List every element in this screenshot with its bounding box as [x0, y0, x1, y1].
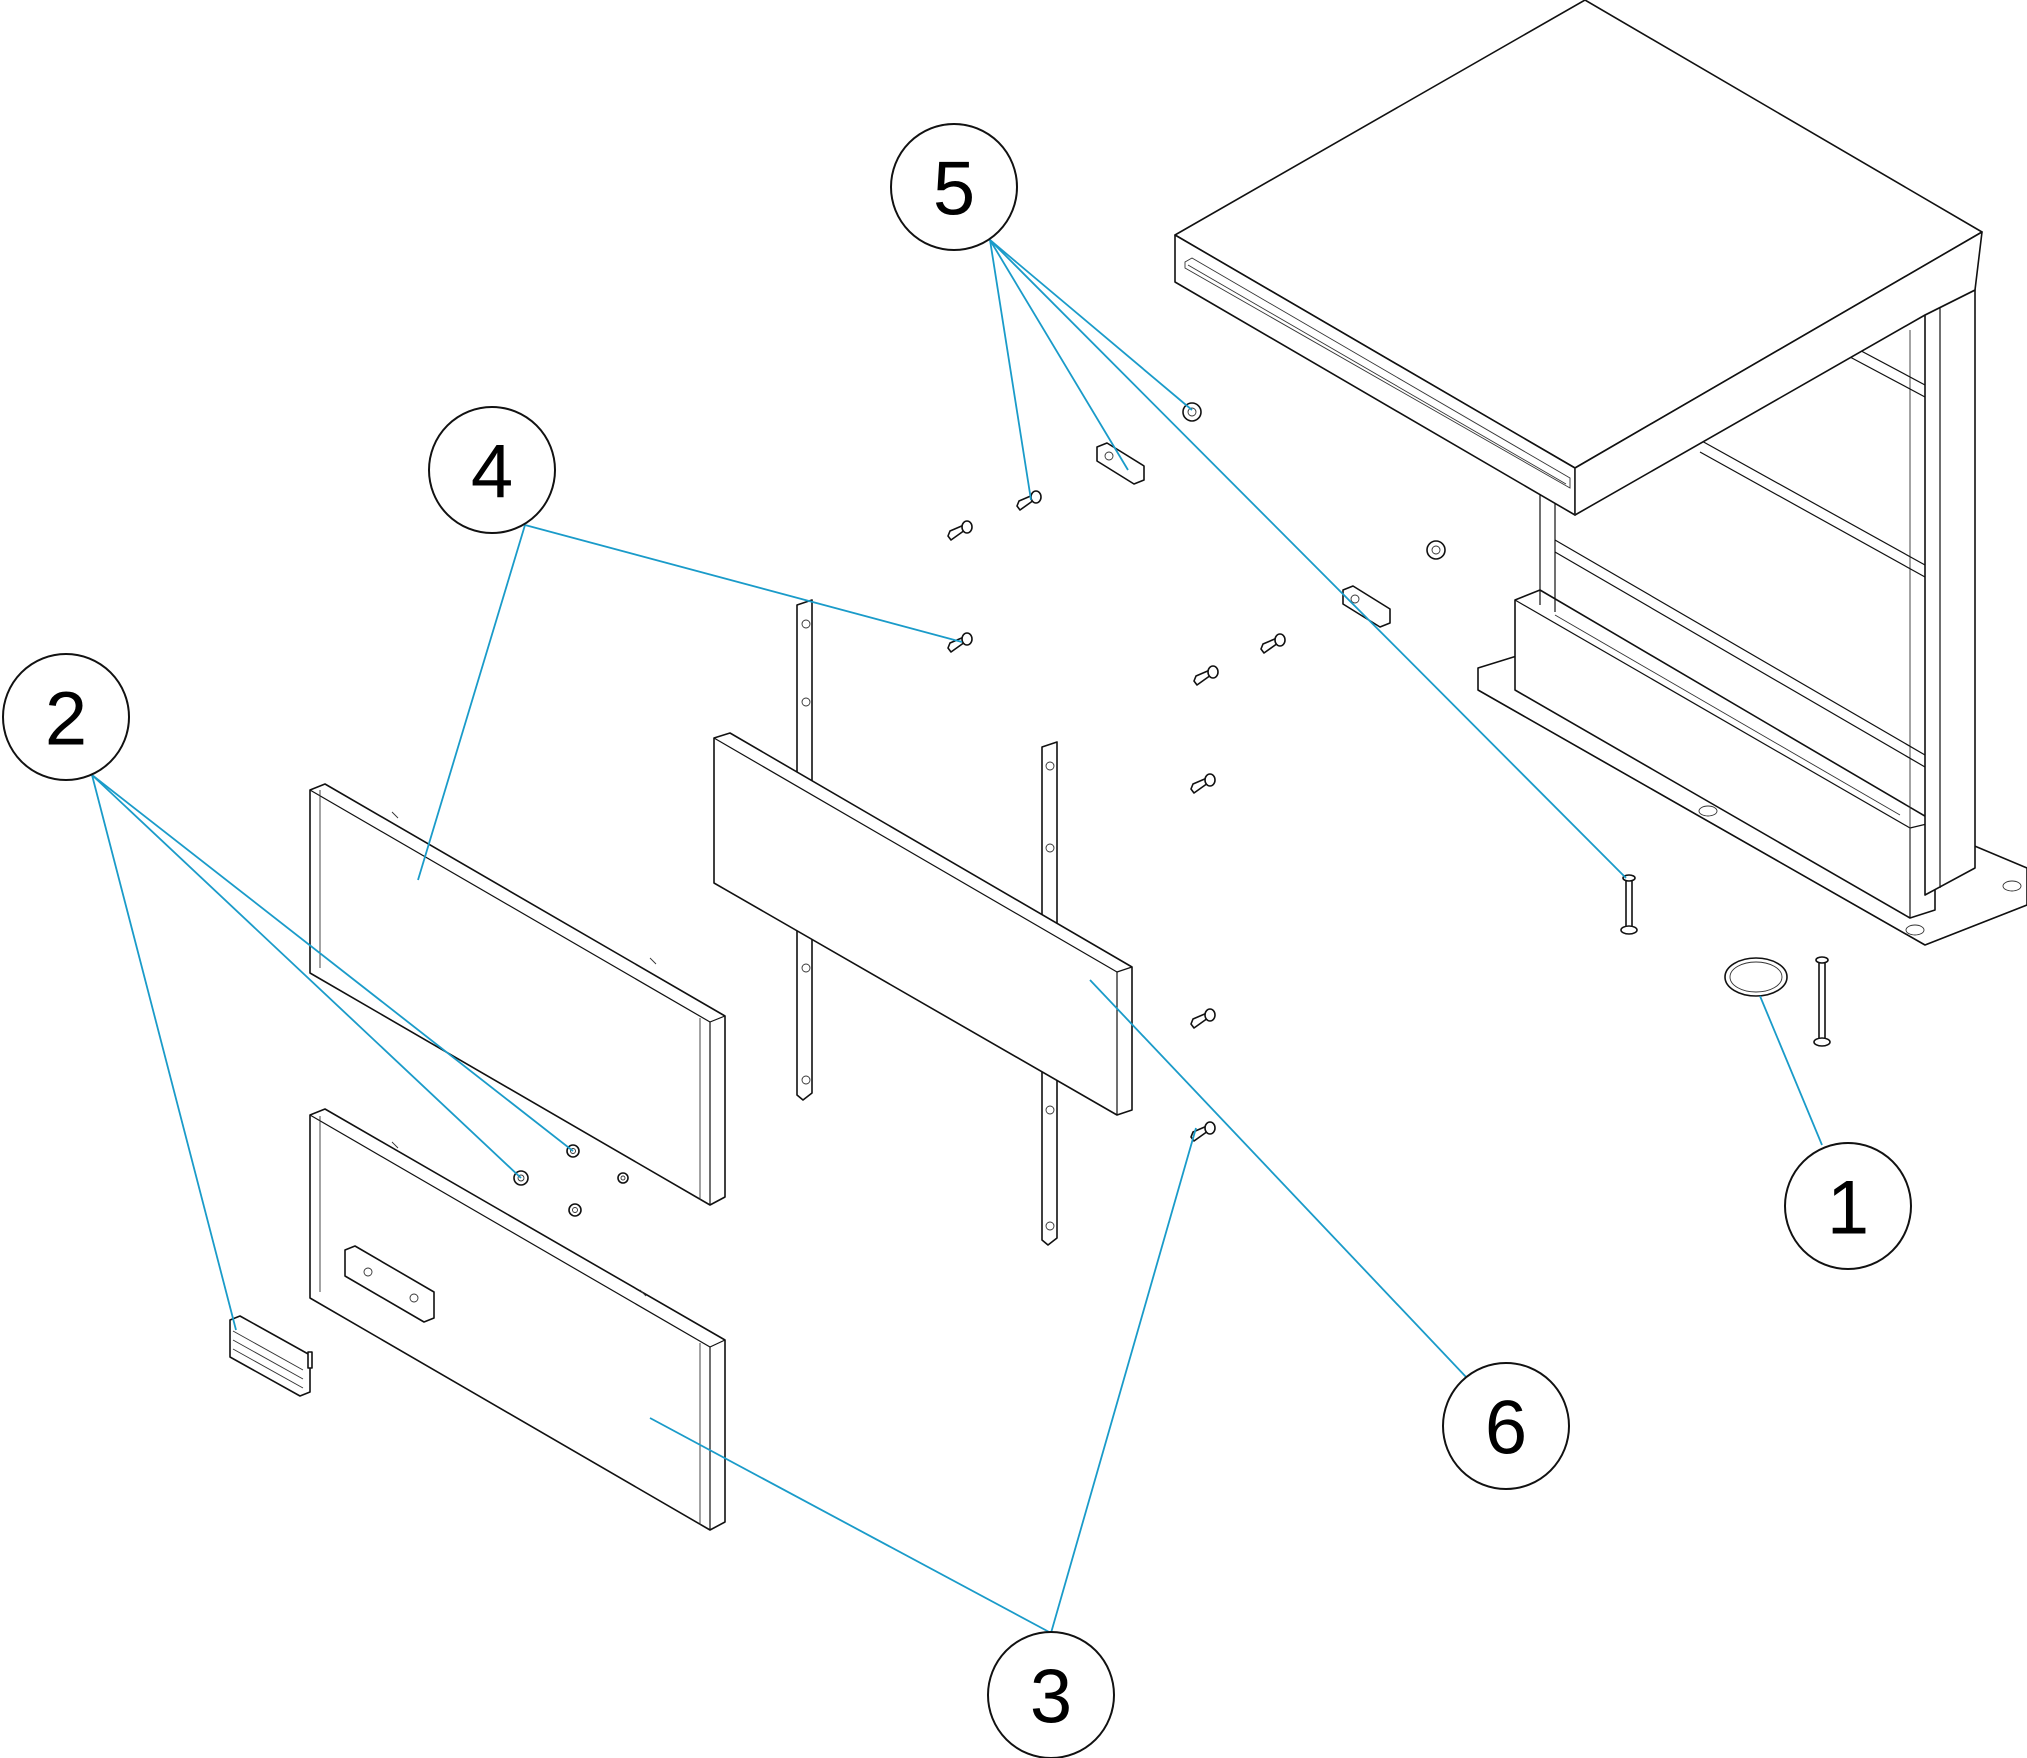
housing-upright-post	[1924, 289, 1976, 896]
leader-line	[989, 239, 1193, 411]
leader-line	[989, 239, 1627, 879]
leader-line	[1050, 1127, 1197, 1634]
leader-line	[649, 1417, 1052, 1634]
balloon-6-label: 6	[1485, 1386, 1527, 1471]
balloon-4: 4	[428, 406, 556, 534]
balloon-5: 5	[890, 123, 1018, 251]
leader-line	[91, 774, 574, 1152]
screw	[947, 632, 973, 653]
balloon-1-label: 1	[1827, 1166, 1869, 1251]
small-plate-top	[1096, 442, 1145, 485]
part-1-ring-and-pin	[1724, 956, 1831, 1047]
screw	[1193, 665, 1219, 686]
lock-cutout	[344, 1245, 435, 1323]
lower-panel-body	[309, 1108, 726, 1531]
front-panel-lower	[309, 1108, 726, 1531]
housing-unit	[1174, 0, 2027, 946]
o-ring	[1724, 957, 1788, 997]
leader-line	[91, 774, 522, 1179]
screw-group	[947, 490, 1286, 1142]
small-plate-right	[1342, 585, 1391, 628]
latch-plate	[229, 1315, 311, 1397]
leader-line	[1759, 995, 1823, 1146]
screw	[1016, 490, 1042, 511]
small-hardware	[1096, 402, 1446, 628]
upper-panel-body	[309, 783, 726, 1206]
part-2-latch-and-nuts	[229, 1144, 629, 1397]
screw	[1190, 1121, 1216, 1142]
balloon-6: 6	[1442, 1362, 1570, 1490]
nut-4	[617, 1172, 629, 1184]
front-panel-upper	[309, 783, 726, 1206]
balloon-3: 3	[987, 1631, 1115, 1758]
screw	[947, 520, 973, 541]
leader-line	[524, 524, 963, 643]
leader-lines	[91, 239, 1823, 1634]
nut-3	[568, 1203, 582, 1217]
balloon-3-label: 3	[1030, 1655, 1072, 1740]
long-pin	[1818, 959, 1826, 1043]
balloon-4-label: 4	[471, 430, 513, 515]
balloon-5-label: 5	[933, 147, 975, 232]
leader-line	[91, 774, 237, 1331]
balloon-2-label: 2	[45, 677, 87, 762]
washer-top	[1182, 402, 1202, 422]
balloon-2: 2	[2, 653, 130, 781]
leader-line	[989, 239, 1032, 501]
leader-line	[417, 524, 526, 881]
rear-mounting-plate	[713, 599, 1133, 1246]
leader-line	[989, 239, 1129, 471]
screw	[1190, 773, 1216, 794]
screw	[1190, 1008, 1216, 1029]
balloon-1: 1	[1784, 1142, 1912, 1270]
leader-line	[1089, 979, 1468, 1379]
screw	[1260, 633, 1286, 654]
housing-top-cover	[1174, 0, 1983, 469]
washer-right	[1426, 540, 1446, 560]
long-pin-near-housing	[1620, 874, 1638, 935]
mounting-plate-body	[713, 732, 1133, 1116]
